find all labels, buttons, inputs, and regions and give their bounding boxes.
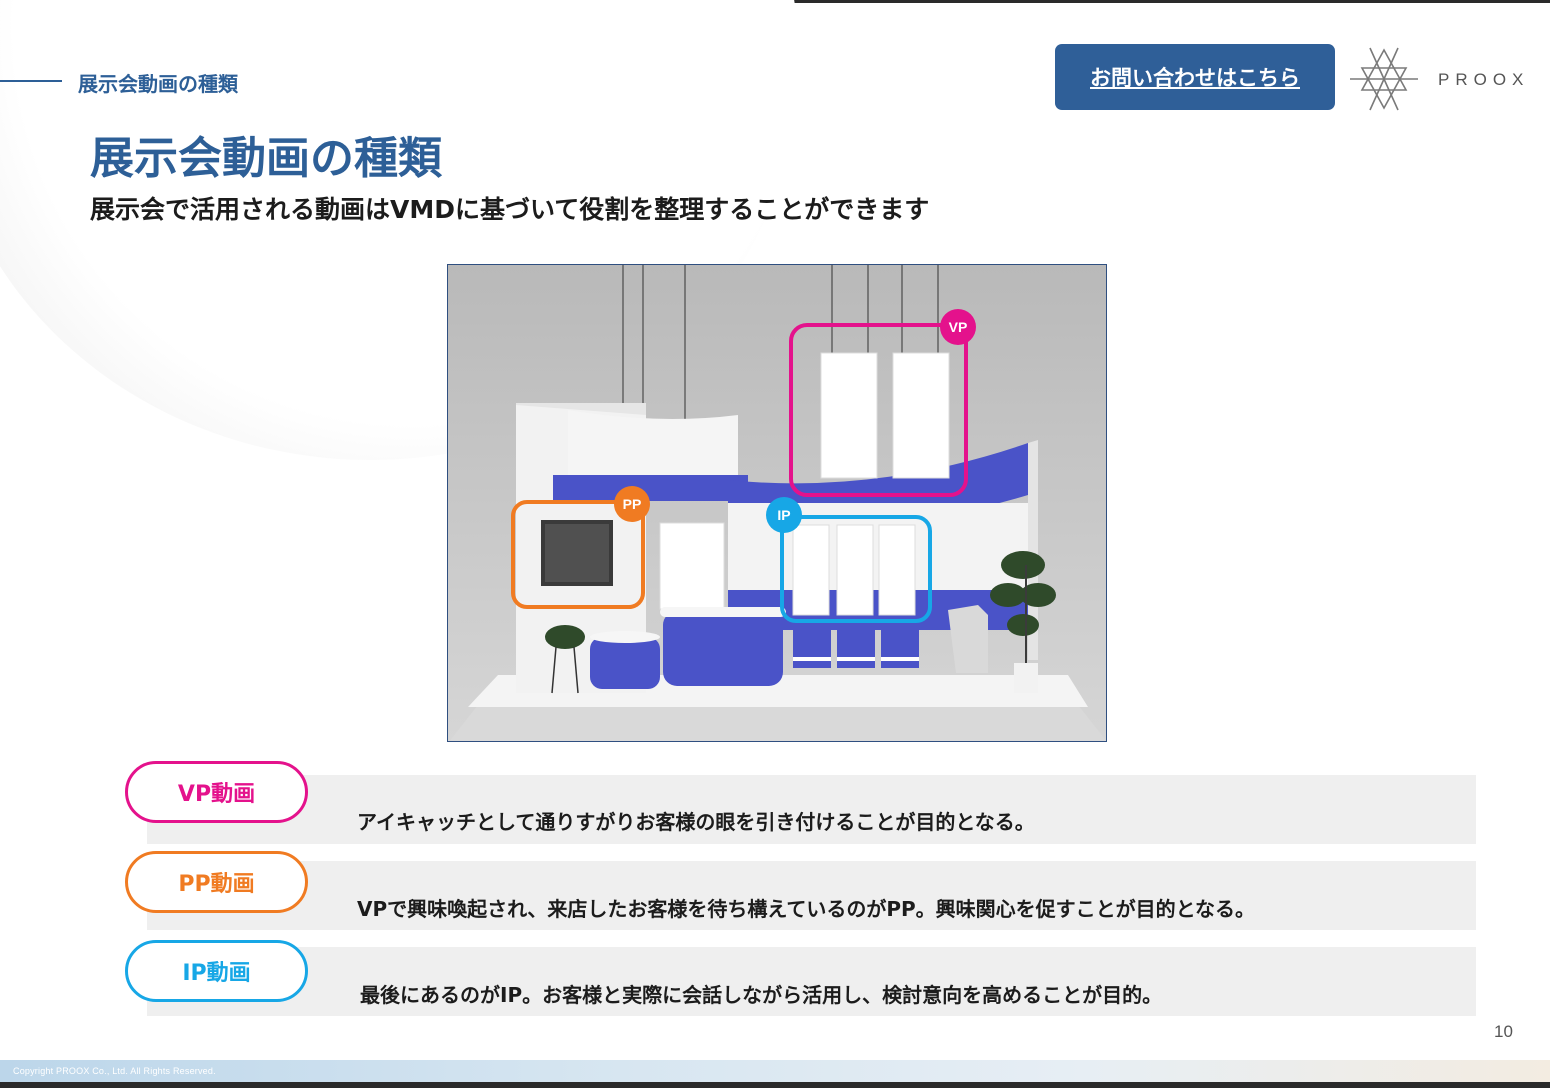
bottom-border <box>0 1082 1550 1088</box>
vp-description: アイキャッチとして通りすがりお客様の眼を引き付けることが目的となる。 <box>357 810 1035 834</box>
booth-image: VP PP IP <box>447 264 1107 742</box>
ip-video-pill: IP動画 <box>125 940 308 1002</box>
pp-row <box>147 861 1476 930</box>
vp-video-pill: VP動画 <box>125 761 308 823</box>
ip-tag: IP <box>777 507 790 523</box>
logo-text: PROOX <box>1438 70 1530 89</box>
ip-row <box>147 947 1476 1016</box>
pp-description: VPで興味喚起され、来店したお客様を待ち構えているのがPP。興味関心を促すことが… <box>357 897 1256 921</box>
pp-video-pill: PP動画 <box>125 851 308 913</box>
page-subtitle: 展示会で活用される動画はVMDに基づいて役割を整理することができます <box>90 195 930 224</box>
footer-strip <box>0 1060 1550 1082</box>
ip-description: 最後にあるのがIP。お客様と実際に会話しながら活用し、検討意向を高めることが目的… <box>360 983 1163 1007</box>
copyright-text: Copyright PROOX Co., Ltd. All Rights Res… <box>13 1066 216 1076</box>
contact-button[interactable]: お問い合わせはこちら <box>1055 44 1335 110</box>
vp-tag: VP <box>949 319 968 335</box>
pp-tag: PP <box>623 496 642 512</box>
vp-row <box>147 775 1476 844</box>
page-title: 展示会動画の種類 <box>90 133 442 184</box>
proox-logo-icon <box>1350 47 1418 111</box>
page-number: 10 <box>1494 1022 1513 1041</box>
section-label: 展示会動画の種類 <box>78 72 238 96</box>
section-rule <box>0 80 62 82</box>
